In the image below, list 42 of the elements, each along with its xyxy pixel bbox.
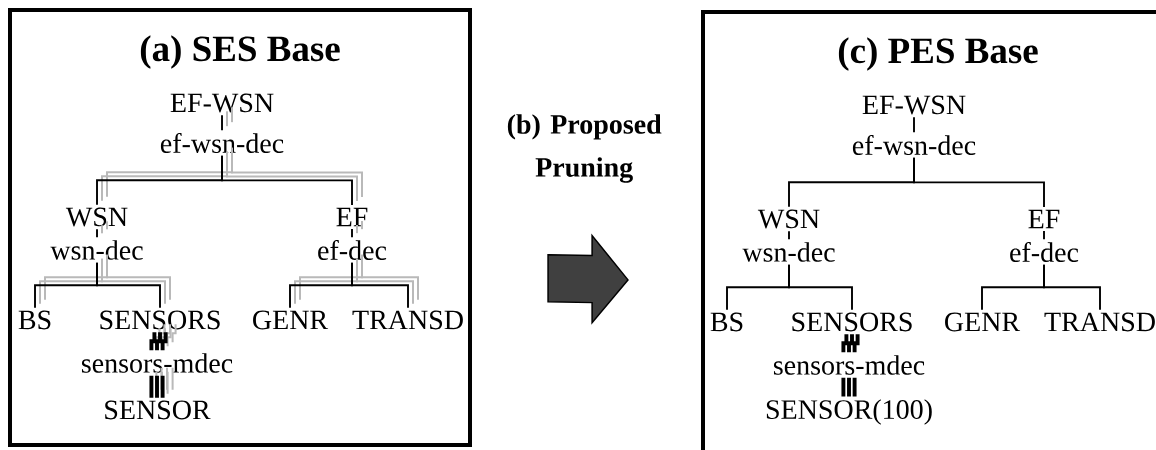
tree-label: ef-wsn-dec bbox=[160, 133, 284, 153]
tree-line bbox=[841, 332, 860, 355]
tree-line bbox=[788, 263, 853, 311]
tree-line bbox=[913, 156, 1045, 208]
tree-label: SENSORS bbox=[792, 312, 912, 332]
tree-line bbox=[1043, 263, 1101, 311]
tree-line bbox=[149, 330, 168, 353]
tree-label: EF bbox=[1028, 209, 1060, 229]
tree-label: SENSORS bbox=[100, 310, 220, 330]
tree-label: SENSOR bbox=[105, 400, 211, 420]
tree-line bbox=[96, 228, 98, 239]
tree-label: WSN bbox=[757, 209, 820, 229]
tree-label: BS bbox=[710, 312, 743, 332]
tree-label: GENR bbox=[945, 312, 1021, 332]
tree-label: sensors-mdec bbox=[773, 355, 925, 375]
tree-line bbox=[221, 114, 223, 132]
tree-label: SENSOR(100) bbox=[766, 399, 932, 425]
tree-label: wsn-dec bbox=[50, 240, 143, 260]
block-arrow bbox=[547, 233, 629, 325]
tree-label: TRANSD bbox=[1044, 312, 1155, 332]
tree-label: ef-dec bbox=[318, 240, 387, 260]
tree-label: ef-dec bbox=[1010, 242, 1079, 262]
tree-label: sensors-mdec bbox=[81, 353, 233, 373]
tree-label: wsn-dec bbox=[742, 242, 835, 262]
edge-label: (b) Proposed Pruning bbox=[507, 114, 662, 183]
tree-label: ef-wsn-dec bbox=[852, 135, 976, 155]
tree-label: TRANSD bbox=[352, 310, 463, 330]
tree-line bbox=[788, 230, 790, 241]
tree-line bbox=[351, 228, 353, 239]
tree-line bbox=[841, 375, 857, 399]
tree-label: WSN bbox=[65, 207, 128, 227]
tree-line bbox=[1043, 230, 1045, 241]
tree-line bbox=[96, 261, 161, 309]
tree-label: BS bbox=[18, 310, 51, 330]
tree-label: EF-WSN bbox=[862, 95, 966, 115]
tree-line bbox=[221, 154, 353, 206]
tree-label: GENR bbox=[253, 310, 329, 330]
tree-line bbox=[351, 261, 409, 309]
tree-label: EF-WSN bbox=[170, 93, 274, 113]
tree-line bbox=[913, 116, 915, 134]
tree-line bbox=[149, 373, 165, 400]
tree-label: EF bbox=[336, 207, 368, 227]
